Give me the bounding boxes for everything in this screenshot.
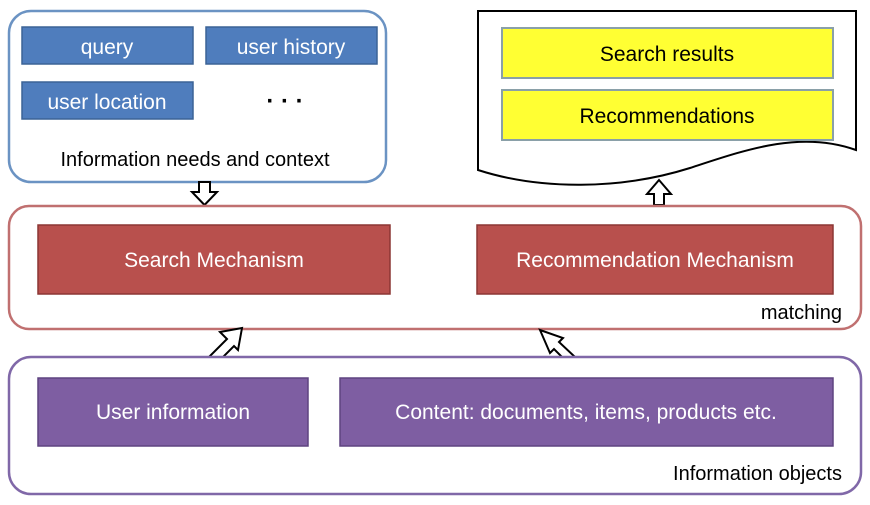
search-results-box bbox=[501, 27, 834, 79]
content-label: Content: documents, items, products etc. bbox=[395, 401, 777, 424]
user-history-box bbox=[205, 26, 378, 65]
query-box bbox=[21, 26, 194, 65]
user-history-label: user history bbox=[237, 36, 346, 59]
recommendations-label: Recommendations bbox=[579, 105, 754, 128]
search-results-label: Search results bbox=[600, 43, 734, 66]
objects-group: User information Content: documents, ite… bbox=[7, 355, 863, 496]
ellipsis: · · · bbox=[266, 88, 303, 115]
content-box bbox=[339, 377, 834, 447]
output-document: Search results Recommendations bbox=[477, 10, 857, 186]
arrow-down-icon bbox=[189, 181, 220, 207]
user-information-label: User information bbox=[96, 401, 250, 424]
query-label: query bbox=[81, 36, 134, 59]
search-mechanism-label: Search Mechanism bbox=[124, 249, 304, 272]
matching-label: matching bbox=[761, 302, 842, 324]
search-mechanism-box bbox=[37, 224, 391, 295]
user-information-box bbox=[37, 377, 309, 447]
user-location-label: user location bbox=[47, 91, 166, 114]
recommendations-box bbox=[501, 89, 834, 141]
matching-group: Search Mechanism Recommendation Mechanis… bbox=[7, 204, 863, 331]
recommendation-mechanism-label: Recommendation Mechanism bbox=[516, 249, 794, 272]
context-group: query user history user location · · · I… bbox=[7, 9, 388, 184]
context-group-label: Information needs and context bbox=[60, 149, 330, 171]
objects-group-label: Information objects bbox=[673, 463, 842, 485]
recommendation-mechanism-box bbox=[476, 224, 834, 295]
user-location-box bbox=[21, 81, 194, 120]
arrow-up-icon bbox=[644, 178, 674, 206]
